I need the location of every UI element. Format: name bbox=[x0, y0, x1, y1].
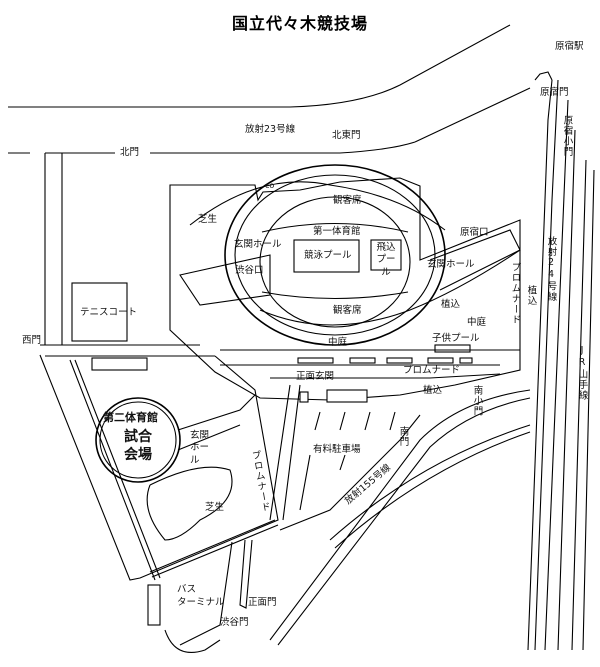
label-entrance-hall-west: 玄関ホール bbox=[234, 239, 282, 250]
second-gym-dome bbox=[95, 397, 181, 483]
arena-divider-top bbox=[261, 223, 409, 233]
label-planting-2: 植込 bbox=[525, 285, 537, 306]
label-stand-north: 観客席 bbox=[333, 195, 362, 206]
label-promenade-south: プロムナード bbox=[403, 365, 461, 376]
west-gate-road bbox=[40, 344, 215, 357]
label-venue-line2: 会場 bbox=[124, 447, 152, 463]
parking-lines bbox=[269, 384, 396, 521]
label-swimming-pool: 競泳プール bbox=[304, 250, 352, 261]
entrance-hall-east-wing bbox=[429, 229, 521, 291]
parking-boundary bbox=[279, 414, 421, 531]
label-main-gate[interactable]: 正面門 bbox=[248, 597, 277, 608]
second-gym-site-inner bbox=[69, 359, 279, 581]
label-co-mark: co bbox=[265, 181, 275, 190]
promenade-block bbox=[297, 357, 334, 364]
label-courtyard-1: 中庭 bbox=[328, 337, 348, 348]
label-west-gate[interactable]: 西門 bbox=[22, 335, 42, 346]
road-label-jr-yamanote: JR山手線 bbox=[576, 345, 588, 401]
label-paid-parking: 有料駐車場 bbox=[313, 444, 361, 455]
road-to-harajuku-gate bbox=[414, 87, 531, 143]
label-main-entrance: 正面玄関 bbox=[296, 371, 335, 382]
label-promenade-east: プロムナード bbox=[509, 262, 521, 325]
label-venue-line1: 試合 bbox=[124, 429, 152, 445]
label-planting-3: 植込 bbox=[423, 385, 443, 396]
road-label-radial23: 放射23号線 bbox=[245, 124, 296, 135]
label-lawn-2: 芝生 bbox=[205, 502, 225, 513]
tennis-court-area bbox=[71, 282, 128, 342]
second-gym-lawn-shape bbox=[146, 466, 233, 541]
main-gate-strip bbox=[239, 539, 253, 609]
road-radial24-lines bbox=[527, 79, 595, 651]
map-title: 国立代々木競技場 bbox=[231, 14, 368, 33]
main-entrance-line bbox=[270, 373, 501, 379]
label-shibuya-entrance: 渋谷口 bbox=[235, 265, 264, 276]
first-gym-outer-ring bbox=[224, 164, 446, 346]
label-harajuku-entrance: 原宿口 bbox=[460, 227, 489, 238]
second-gym-dome-inner bbox=[99, 401, 177, 479]
road-radial23-south-edge bbox=[8, 141, 416, 154]
label-harajuku-small-gate[interactable]: 原宿小門 bbox=[561, 115, 573, 157]
label-bus-terminal-line2: ターミナル bbox=[177, 597, 225, 608]
bus-terminal-strip bbox=[147, 584, 161, 626]
label-diving-pool: 飛込プール bbox=[376, 242, 396, 278]
diving-pool bbox=[370, 239, 402, 271]
label-second-gym: 第二体育館 bbox=[103, 411, 158, 424]
first-gym-inner-ring bbox=[234, 174, 436, 336]
second-gym-front-block bbox=[91, 357, 148, 371]
label-south-gate[interactable]: 南門 bbox=[397, 426, 409, 447]
promenade-block bbox=[349, 357, 376, 364]
stand-curve-top bbox=[189, 181, 446, 231]
label-north-gate[interactable]: 北門 bbox=[120, 147, 140, 158]
road-radial155-lines bbox=[269, 389, 531, 646]
road-radial23-north-edge bbox=[8, 24, 511, 108]
parking-block bbox=[326, 389, 368, 403]
label-planting-1: 植込 bbox=[441, 299, 461, 310]
first-gym-outer-building bbox=[169, 177, 521, 401]
promenade-south-band bbox=[220, 349, 520, 366]
label-stand-south: 観客席 bbox=[333, 305, 362, 316]
label-northeast-gate[interactable]: 北東門 bbox=[332, 130, 361, 141]
label-south-small-gate[interactable]: 南小門 bbox=[471, 385, 483, 417]
label-entrance-hall-east: 玄関ホール bbox=[427, 259, 475, 270]
stand-curve-bottom bbox=[259, 249, 521, 326]
harajuku-gate-marker bbox=[534, 71, 553, 81]
parking-block bbox=[299, 391, 309, 403]
label-courtyard-2: 中庭 bbox=[467, 317, 487, 328]
road-label-radial24: 放射24号線 bbox=[545, 236, 557, 302]
label-shibuya-gate[interactable]: 渋谷門 bbox=[220, 617, 249, 628]
promenade-block bbox=[459, 357, 473, 364]
label-tennis-court: テニスコート bbox=[80, 307, 138, 318]
promenade-block bbox=[386, 357, 413, 364]
entrance-hall-west-wing bbox=[179, 254, 271, 306]
label-first-gym: 第一体育館 bbox=[313, 226, 361, 237]
kids-pool bbox=[434, 344, 471, 353]
swimming-pool bbox=[293, 239, 360, 273]
arena-divider-bottom bbox=[261, 291, 409, 300]
bus-terminal-edge bbox=[164, 541, 233, 654]
promenade-block bbox=[427, 357, 454, 364]
label-bus-terminal-line1: バス bbox=[177, 584, 197, 595]
label-harajuku-gate[interactable]: 原宿門 bbox=[540, 87, 569, 98]
label-second-gym-entrance-hall: 玄関ホール bbox=[190, 430, 210, 466]
label-lawn-1: 芝生 bbox=[198, 214, 218, 225]
second-gym-connector bbox=[177, 394, 256, 451]
second-gym-site-outer bbox=[39, 354, 279, 581]
first-gym-arena bbox=[259, 196, 411, 328]
west-boundary bbox=[44, 153, 63, 345]
label-kids-pool: 子供プール bbox=[432, 333, 480, 344]
label-harajuku-station: 原宿駅 bbox=[555, 41, 584, 52]
